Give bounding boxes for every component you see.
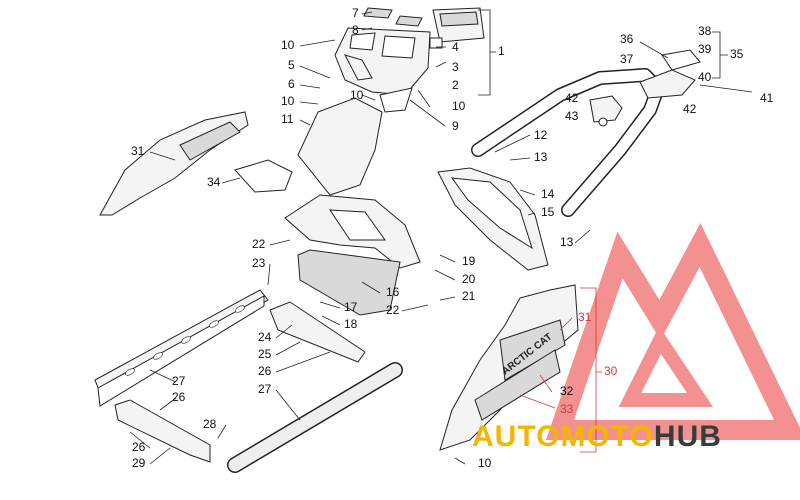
rear-bumper-cover [334, 7, 431, 96]
watermark-hub: HUB [654, 420, 722, 453]
seat-pad [234, 159, 293, 193]
callout-42: 42 [565, 91, 579, 105]
callout-11: 11 [281, 112, 294, 126]
callout-42: 42 [683, 102, 697, 116]
callout-6: 6 [288, 77, 295, 91]
callout-26: 26 [132, 440, 146, 454]
callout-21: 21 [462, 289, 476, 303]
callout-39: 39 [698, 42, 712, 56]
callout-33: 33 [560, 402, 574, 416]
callout-13: 13 [560, 235, 574, 249]
callout-29: 29 [132, 456, 146, 470]
callout-40: 40 [698, 70, 712, 84]
mud-flap-bracket [297, 87, 413, 196]
left-side-panel [99, 111, 249, 216]
callout-20: 20 [462, 272, 476, 286]
license-plate-bracket [639, 41, 753, 99]
callout-10: 10 [350, 88, 364, 102]
callout-10: 10 [478, 456, 492, 470]
rear-fender [284, 194, 421, 269]
callout-24: 24 [258, 330, 272, 344]
callout-26: 26 [258, 364, 272, 378]
callout-37: 37 [620, 52, 634, 66]
handle-mount-bracket [589, 95, 623, 127]
callout-10: 10 [452, 99, 466, 113]
callout-27: 27 [258, 382, 272, 396]
callout-32: 32 [560, 384, 574, 398]
callout-41: 41 [760, 91, 774, 105]
callout-30: 30 [604, 364, 618, 378]
callout-38: 38 [698, 24, 712, 38]
callout-4: 4 [452, 40, 459, 54]
callout-25: 25 [258, 347, 272, 361]
callout-9: 9 [452, 119, 459, 133]
watermark-brand: AUTOMOTOHUB [472, 420, 722, 453]
callout-3: 3 [452, 60, 459, 74]
callout-labels: 7 8 10 4 3 2 1 5 6 10 10 10 11 9 36 37 3… [131, 6, 774, 470]
callout-36: 36 [620, 32, 634, 46]
callout-16: 16 [386, 285, 400, 299]
watermark-moto: MOTO [560, 420, 653, 453]
callout-2: 2 [452, 78, 459, 92]
frame-gusset [269, 301, 366, 363]
callout-17: 17 [344, 300, 358, 314]
callout-1: 1 [498, 44, 505, 58]
watermark-text: AUTOMOTOHUB [472, 420, 722, 453]
callout-26: 26 [172, 390, 186, 404]
callout-10: 10 [281, 38, 295, 52]
callout-34: 34 [207, 175, 221, 189]
callout-10: 10 [281, 94, 295, 108]
callout-7: 7 [352, 6, 359, 20]
callout-8: 8 [352, 23, 359, 37]
callout-31: 31 [578, 310, 592, 324]
right-side-panel: ARCTIC CAT [439, 284, 579, 451]
callout-43: 43 [565, 109, 579, 123]
callout-18: 18 [344, 317, 358, 331]
callout-5: 5 [288, 58, 295, 72]
callout-13: 13 [534, 150, 548, 164]
side-shield [437, 167, 549, 271]
callout-22: 22 [386, 303, 400, 317]
callout-12: 12 [534, 128, 548, 142]
watermark-logo [546, 222, 800, 440]
rear-frame-rail [94, 289, 269, 407]
callout-23: 23 [252, 256, 266, 270]
tail-light-assembly [419, 7, 485, 50]
callout-19: 19 [462, 254, 476, 268]
callout-14: 14 [541, 187, 555, 201]
frame-tube [227, 362, 403, 473]
callout-28: 28 [203, 417, 217, 431]
leader-lines [129, 11, 591, 465]
callout-22: 22 [252, 237, 266, 251]
watermark-auto: AUTO [472, 420, 560, 453]
callout-15: 15 [541, 205, 555, 219]
callout-27: 27 [172, 374, 186, 388]
snow-flap [297, 249, 401, 316]
callout-31: 31 [131, 144, 145, 158]
lower-bracket [114, 399, 211, 463]
callout-35: 35 [730, 47, 744, 61]
